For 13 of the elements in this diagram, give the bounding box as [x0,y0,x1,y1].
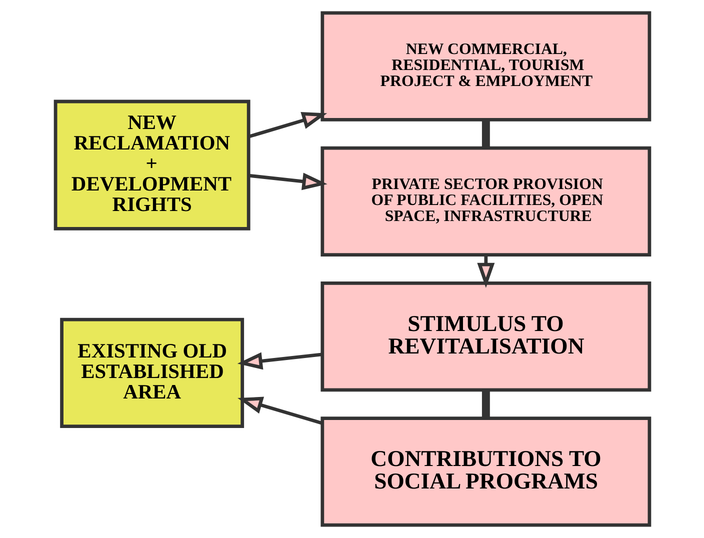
node-box: NEW RECLAMATION + DEVELOPMENT RIGHTS [53,100,250,230]
node-box: CONTRIBUTIONS TO SOCIAL PROGRAMS [320,416,651,527]
node-box: NEW COMMERCIAL, RESIDENTIAL, TOURISM PROJECT & EMPLOYMENT [320,11,651,122]
arrow [237,396,322,425]
arrow [248,112,327,138]
connector [481,120,490,148]
arrow [476,255,494,288]
node-box: EXISTING OLD ESTABLISHED AREA [60,318,244,428]
node-box: PRIVATE SECTOR PROVISION OF PUBLIC FACILITIES, OPEN SPACE, INFRASTRUCTURE [320,146,651,256]
arrow [248,172,327,190]
arrow [236,352,322,370]
connector [481,390,490,418]
node-box: STIMULUS TO REVITALISATION [320,282,651,392]
